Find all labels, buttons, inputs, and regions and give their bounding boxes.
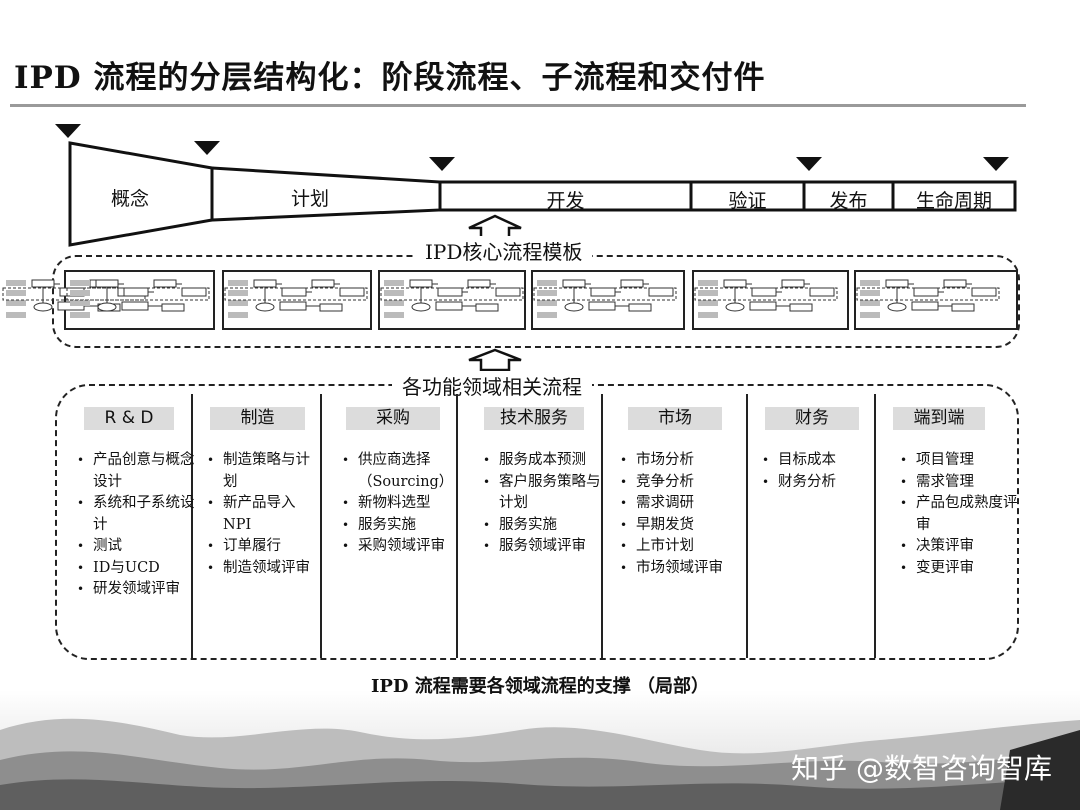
list-item: 决策评审: [900, 536, 1020, 558]
milestone-triangle-icon: [796, 157, 822, 171]
mountain-landscape-background: [0, 690, 1080, 810]
column-header-rnd: R & D: [84, 407, 174, 430]
domains-band-label: 各功能领域相关流程: [392, 371, 592, 400]
stage-develop: 开发: [546, 190, 585, 212]
column-list-finance: 目标成本 财务分析: [760, 450, 886, 493]
column-list-rnd: 产品创意与概念设计 系统和子系统设计 测试 ID与UCD 研发领域评审: [75, 450, 199, 601]
milestone-triangle-icon: [983, 157, 1009, 171]
column-header-end-to-end: 端到端: [893, 407, 985, 430]
up-arrow-icon: [468, 348, 522, 372]
column-divider: [874, 394, 876, 658]
stage-plan: 计划: [290, 188, 329, 210]
list-item: 服务实施: [342, 515, 468, 537]
column-list-end-to-end: 项目管理 需求管理 产品包成熟度评审 决策评审 变更评审: [898, 450, 1020, 579]
phase-bar: [438, 180, 1017, 212]
column-header-finance: 财务: [765, 407, 859, 430]
stage-validate: 验证: [728, 190, 767, 212]
list-item: 早期发货: [620, 515, 748, 537]
list-item: 变更评审: [900, 558, 1020, 580]
column-list-tech-service: 服务成本预测 客户服务策略与计划 服务实施 服务领域评审: [481, 450, 609, 558]
column-header-market: 市场: [628, 407, 722, 430]
list-item: 研发领域评审: [77, 579, 199, 601]
list-item: 服务领域评审: [483, 536, 609, 558]
list-item: 财务分析: [762, 472, 886, 494]
list-item: 服务实施: [483, 515, 609, 537]
milestone-triangle-icon: [429, 157, 455, 171]
list-item: 制造策略与计划: [207, 450, 323, 493]
list-item: 制造领域评审: [207, 558, 323, 580]
list-item: 市场分析: [620, 450, 748, 472]
column-header-tech-service: 技术服务: [484, 407, 584, 430]
milestone-triangle-icon: [55, 124, 81, 138]
list-item: ID与UCD: [77, 558, 199, 580]
stage-release: 发布: [829, 190, 868, 212]
list-item: 上市计划: [620, 536, 748, 558]
template-band-label: IPD核心流程模板: [415, 236, 593, 265]
list-item: 测试: [77, 536, 199, 558]
list-item: 产品包成熟度评审: [900, 493, 1020, 536]
list-item: 系统和子系统设计: [77, 493, 199, 536]
list-item: 客户服务策略与计划: [483, 472, 609, 515]
column-header-manufacturing: 制造: [210, 407, 305, 430]
column-list-manufacturing: 制造策略与计划 新产品导入NPI 订单履行 制造领域评审: [205, 450, 323, 579]
column-list-market: 市场分析 竞争分析 需求调研 早期发货 上市计划 市场领域评审: [618, 450, 748, 579]
list-item: 竞争分析: [620, 472, 748, 494]
list-item: 需求管理: [900, 472, 1020, 494]
column-list-procurement: 供应商选择（Sourcing） 新物料选型 服务实施 采购领域评审: [340, 450, 468, 558]
list-item: 服务成本预测: [483, 450, 609, 472]
footer-caption: IPD 流程需要各领域流程的支撑 （局部）: [370, 676, 710, 697]
template-thumbnail-drawings: [2, 279, 1000, 319]
list-item: 供应商选择（Sourcing）: [342, 450, 468, 493]
column-header-procurement: 采购: [346, 407, 440, 430]
stage-lifecycle: 生命周期: [915, 190, 992, 212]
list-item: 需求调研: [620, 493, 748, 515]
list-item: 产品创意与概念设计: [77, 450, 199, 493]
title-divider: [10, 104, 1026, 107]
list-item: 新产品导入NPI: [207, 493, 323, 536]
list-item: 项目管理: [900, 450, 1020, 472]
list-item: 新物料选型: [342, 493, 468, 515]
milestone-triangle-icon: [194, 141, 220, 155]
list-item: 采购领域评审: [342, 536, 468, 558]
page-title: IPD 流程的分层结构化：阶段流程、子流程和交付件: [14, 60, 766, 96]
list-item: 市场领域评审: [620, 558, 748, 580]
list-item: 订单履行: [207, 536, 323, 558]
list-item: 目标成本: [762, 450, 886, 472]
watermark: 知乎 @数智咨询智库: [791, 752, 1052, 785]
phase-funnel: [68, 141, 1017, 247]
stage-concept: 概念: [110, 188, 149, 210]
